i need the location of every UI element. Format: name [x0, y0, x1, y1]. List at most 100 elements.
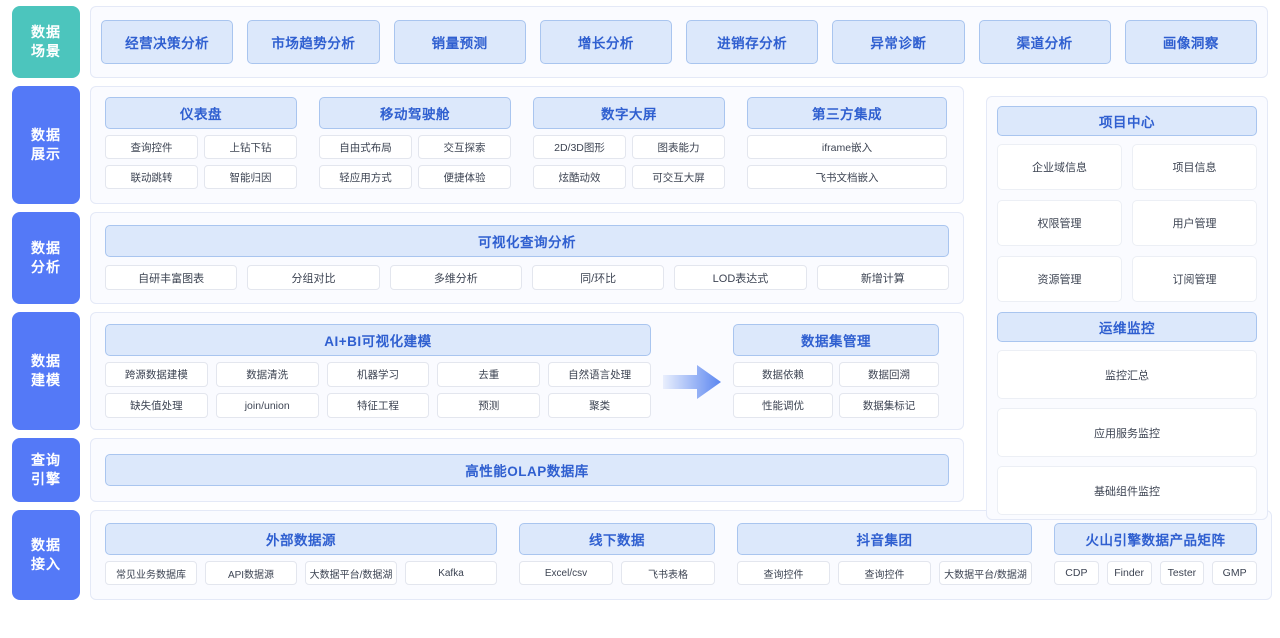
analysis-chip[interactable]: 自研丰富图表: [105, 265, 238, 290]
side-block-title[interactable]: 项目中心: [997, 106, 1257, 136]
feature-chip[interactable]: 飞书文档嵌入: [747, 165, 947, 189]
dataset-chip[interactable]: 性能调优: [733, 393, 833, 418]
side-card[interactable]: 权限管理: [997, 200, 1122, 246]
modeling-chip[interactable]: 机器学习: [326, 362, 430, 387]
display-group-digital-screen: 数字大屏 2D/3D图形 图表能力 炫酷动效 可交互大屏: [533, 97, 725, 193]
modeling-group-ai-bi: AI+BI可视化建模 跨源数据建模 数据清洗 机器学习 去重 自然语言处理 缺失…: [105, 324, 651, 418]
row-label-line1: 数据: [31, 24, 61, 41]
feature-chip[interactable]: 可交互大屏: [632, 165, 725, 189]
side-card[interactable]: 企业域信息: [997, 144, 1122, 190]
row-label-line1: 数据: [31, 127, 61, 144]
dataset-chip[interactable]: 数据集标记: [839, 393, 939, 418]
row-label-data-display: 数据 展示: [12, 86, 80, 204]
side-card[interactable]: 监控汇总: [997, 350, 1257, 399]
row-label-line2: 建模: [31, 372, 61, 388]
modeling-chip[interactable]: 预测: [437, 393, 541, 418]
group-title[interactable]: 仪表盘: [105, 97, 297, 129]
modeling-chip[interactable]: 聚类: [548, 393, 651, 418]
feature-chip[interactable]: 自由式布局: [319, 135, 412, 159]
side-card[interactable]: 基础组件监控: [997, 466, 1257, 515]
row-data-display: 数据 展示 仪表盘 查询控件 上钻下钻 联动跳转 智能归因 移动驾驶舱: [12, 86, 1268, 204]
feature-chip[interactable]: 轻应用方式: [319, 165, 412, 189]
feature-chip[interactable]: 查询控件: [105, 135, 198, 159]
side-card[interactable]: 用户管理: [1132, 200, 1257, 246]
source-chip[interactable]: API数据源: [205, 561, 297, 585]
modeling-chip[interactable]: 特征工程: [326, 393, 430, 418]
side-panel-management: 项目中心 企业域信息 项目信息 权限管理 用户管理 资源管理 订阅管理 运维监控…: [986, 96, 1268, 520]
feature-chip[interactable]: 联动跳转: [105, 165, 198, 189]
group-title[interactable]: 数据集管理: [733, 324, 939, 356]
source-chip[interactable]: 查询控件: [838, 561, 931, 585]
row-label-line2: 引擎: [31, 471, 61, 487]
row-label-line1: 数据: [31, 353, 61, 370]
display-group-dashboard: 仪表盘 查询控件 上钻下钻 联动跳转 智能归因: [105, 97, 297, 193]
row-query-engine: 查询 引擎 高性能OLAP数据库: [12, 438, 1268, 502]
feature-chip[interactable]: 图表能力: [632, 135, 725, 159]
group-title[interactable]: 外部数据源: [105, 523, 497, 555]
side-card[interactable]: 项目信息: [1132, 144, 1257, 190]
ingestion-group-external-source: 外部数据源 常见业务数据库 API数据源 大数据平台/数据湖 Kafka: [105, 523, 497, 587]
group-title[interactable]: 抖音集团: [737, 523, 1032, 555]
group-title[interactable]: 火山引擎数据产品矩阵: [1054, 523, 1257, 555]
source-chip[interactable]: GMP: [1212, 561, 1257, 585]
source-chip[interactable]: 查询控件: [737, 561, 830, 585]
row-label-line2: 场景: [31, 43, 61, 59]
side-card[interactable]: 资源管理: [997, 256, 1122, 302]
feature-chip[interactable]: 交互探索: [418, 135, 511, 159]
row-label-line2: 接入: [31, 556, 61, 572]
analysis-chip[interactable]: 多维分析: [389, 265, 522, 290]
group-title[interactable]: 第三方集成: [747, 97, 947, 129]
feature-chip[interactable]: iframe嵌入: [747, 135, 947, 159]
modeling-chip[interactable]: join/union: [215, 393, 319, 418]
modeling-chip[interactable]: 自然语言处理: [548, 362, 651, 387]
modeling-chip[interactable]: 数据清洗: [215, 362, 319, 387]
side-block-ops-monitoring: 运维监控 监控汇总 应用服务监控 基础组件监控: [997, 312, 1257, 515]
scene-chip[interactable]: 销量预测: [393, 20, 526, 64]
modeling-chip[interactable]: 缺失值处理: [105, 393, 208, 418]
group-title[interactable]: AI+BI可视化建模: [105, 324, 651, 356]
group-title[interactable]: 移动驾驶舱: [319, 97, 511, 129]
source-chip[interactable]: 飞书表格: [621, 561, 715, 585]
scene-chip[interactable]: 经营决策分析: [101, 20, 234, 64]
analysis-title[interactable]: 可视化查询分析: [105, 225, 949, 257]
row-label-line2: 展示: [31, 146, 61, 162]
analysis-chip[interactable]: LOD表达式: [674, 265, 807, 290]
display-group-third-party: 第三方集成 iframe嵌入 飞书文档嵌入: [747, 97, 947, 193]
analysis-chip[interactable]: 新增计算: [816, 265, 949, 290]
scene-chip[interactable]: 渠道分析: [978, 20, 1111, 64]
group-title[interactable]: 线下数据: [519, 523, 715, 555]
side-card[interactable]: 应用服务监控: [997, 408, 1257, 457]
modeling-chip[interactable]: 去重: [437, 362, 541, 387]
side-card[interactable]: 订阅管理: [1132, 256, 1257, 302]
source-chip[interactable]: 大数据平台/数据湖: [305, 561, 397, 585]
engine-title[interactable]: 高性能OLAP数据库: [105, 454, 949, 486]
source-chip[interactable]: Kafka: [405, 561, 497, 585]
feature-chip[interactable]: 炫酷动效: [533, 165, 626, 189]
source-chip[interactable]: 大数据平台/数据湖: [939, 561, 1032, 585]
modeling-chip[interactable]: 跨源数据建模: [105, 362, 208, 387]
scene-chip[interactable]: 增长分析: [539, 20, 672, 64]
dataset-chip[interactable]: 数据回溯: [839, 362, 939, 387]
source-chip[interactable]: CDP: [1054, 561, 1099, 585]
feature-chip[interactable]: 智能归因: [204, 165, 297, 189]
feature-chip[interactable]: 2D/3D图形: [533, 135, 626, 159]
arrow-right-icon: [659, 343, 725, 399]
source-chip[interactable]: 常见业务数据库: [105, 561, 197, 585]
analysis-chip[interactable]: 同/环比: [531, 265, 665, 290]
scene-chip[interactable]: 画像洞察: [1124, 20, 1257, 64]
ingestion-group-douyin: 抖音集团 查询控件 查询控件 大数据平台/数据湖: [737, 523, 1032, 587]
scene-chip[interactable]: 市场趋势分析: [247, 20, 380, 64]
source-chip[interactable]: Excel/csv: [519, 561, 613, 585]
source-chip[interactable]: Tester: [1159, 561, 1205, 585]
feature-chip[interactable]: 上钻下钻: [204, 135, 297, 159]
feature-chip[interactable]: 便捷体验: [418, 165, 511, 189]
analysis-chip[interactable]: 分组对比: [247, 265, 380, 290]
modeling-group-dataset-mgmt: 数据集管理 数据依赖 数据回溯 性能调优 数据集标记: [733, 324, 939, 418]
row-label-query-engine: 查询 引擎: [12, 438, 80, 502]
scene-chip[interactable]: 进销存分析: [686, 20, 819, 64]
side-block-title[interactable]: 运维监控: [997, 312, 1257, 342]
group-title[interactable]: 数字大屏: [533, 97, 725, 129]
scene-chip[interactable]: 异常诊断: [832, 20, 965, 64]
dataset-chip[interactable]: 数据依赖: [733, 362, 833, 387]
source-chip[interactable]: Finder: [1106, 561, 1152, 585]
